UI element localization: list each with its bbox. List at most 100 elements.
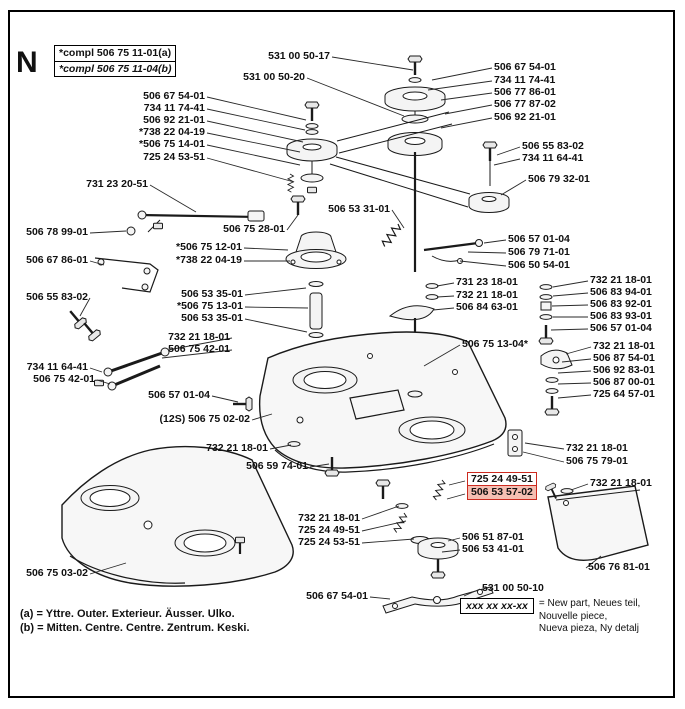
leader-line (447, 537, 461, 542)
part-number-label: 506 57 01-04 (148, 389, 210, 401)
part-number-label: 725 24 53-51 (298, 536, 360, 548)
part-number-label: 732 21 18-01 (206, 442, 268, 454)
part-number-label: 732 21 18-01 (168, 331, 230, 343)
leader-line (206, 108, 306, 131)
main-deck (231, 331, 523, 478)
part-number-label: 531 00 50-10 (482, 582, 544, 594)
part-number-label: 506 92 83-01 (593, 364, 655, 376)
part-number-label: 506 75 79-01 (566, 455, 628, 467)
part-number-label: *738 22 04-19 (139, 126, 205, 138)
leader-line (552, 292, 589, 297)
tension-spring-arm (380, 221, 483, 264)
compl-box-b: *compl 506 75 11-04(b) (54, 60, 177, 77)
new-part-line-1: = New part, Neues teil, (538, 598, 641, 609)
part-number-label: 732 21 18-01 (566, 442, 628, 454)
part-number-label: 506 83 94-01 (590, 286, 652, 298)
leader-line (459, 260, 507, 267)
leader-line (463, 588, 481, 597)
part-number-label: 506 50 54-01 (508, 259, 570, 271)
part-number-label: 506 87 00-01 (593, 376, 655, 388)
leader-line (149, 184, 197, 213)
leader-line (440, 92, 493, 101)
new-part-number-box: xxx xx xx-xx (460, 598, 534, 614)
part-number-label: 506 67 54-01 (494, 61, 556, 73)
legend-line-b: (b) = Mitten. Centre. Centre. Zentrum. K… (20, 621, 250, 634)
leader-line (524, 442, 565, 450)
part-number-label: 732 21 18-01 (298, 512, 360, 524)
blade (382, 586, 494, 614)
leader-line (467, 251, 507, 254)
leader-line (161, 349, 233, 359)
part-number-label: 506 51 87-01 (462, 531, 524, 543)
part-number-label: 506 57 01-04 (590, 322, 652, 334)
part-number-label: 506 53 35-01 (181, 288, 243, 300)
leader-line (89, 367, 103, 373)
leader-line (448, 480, 466, 486)
part-number-label: 531 00 50-17 (268, 50, 330, 62)
part-number-label: 506 77 86-01 (494, 86, 556, 98)
part-number-label: 506 92 21-01 (494, 111, 556, 123)
leader-line (286, 214, 299, 231)
under-deck-hardware (374, 478, 574, 580)
part-number-label: 506 53 31-01 (328, 203, 390, 215)
part-number-label: 506 83 93-01 (590, 310, 652, 322)
leader-line (550, 328, 589, 331)
leader-line (89, 230, 127, 234)
new-part-line-3: Nueva pieza, Ny detalj (538, 623, 639, 634)
new-part-text: = New part, Neues teil, Nouvelle piece, … (539, 598, 671, 636)
lift-arms-left (94, 347, 170, 391)
part-number-label: 506 77 87-02 (494, 98, 556, 110)
part-number-label: 732 21 18-01 (590, 274, 652, 286)
leader-line (331, 56, 414, 71)
leader-line (431, 67, 493, 81)
leader-line (361, 505, 400, 520)
part-number-label: 506 55 83-02 (26, 291, 88, 303)
compl-box-a: *compl 506 75 11-01(a) (54, 45, 177, 62)
left-pulley-assembly (286, 100, 338, 194)
leader-line (444, 104, 493, 115)
part-number-label: 731 23 20-51 (86, 178, 148, 190)
leader-line (561, 358, 592, 363)
leader-line (244, 306, 309, 309)
leader-line (557, 370, 592, 374)
leader-line (206, 144, 301, 166)
part-number-label: *738 22 04-19 (176, 254, 242, 266)
part-number-label: *506 75 13-01 (177, 300, 243, 312)
hardware-stack-right-upper (537, 284, 555, 346)
part-number-label: 506 79 71-01 (508, 246, 570, 258)
part-number-label: 732 21 18-01 (456, 289, 518, 301)
leader-line (361, 520, 407, 532)
leader-line (89, 260, 105, 266)
part-number-label: 732 21 18-01 (590, 477, 652, 489)
idler-pulley-right (468, 140, 510, 213)
leader-line (432, 307, 455, 311)
part-number-label: 506 87 54-01 (593, 352, 655, 364)
leader-line (391, 209, 405, 229)
leader-line (369, 596, 391, 600)
bracket-left (94, 257, 159, 293)
part-number-label: 506 78 99-01 (26, 226, 88, 238)
part-number-label: 725 64 57-01 (593, 388, 655, 400)
leader-line (427, 80, 493, 91)
legend-line-a: (a) = Yttre. Outer. Exterieur. Äusser. U… (20, 608, 235, 620)
part-number-label: 734 11 74-41 (494, 74, 556, 86)
leader-line (206, 120, 304, 143)
part-number-label: 734 11 64-41 (26, 361, 88, 373)
legend: (a) = Yttre. Outer. Exterieur. Äusser. U… (20, 608, 250, 635)
part-number-label: 506 92 21-01 (143, 114, 205, 126)
part-number-label: 506 55 83-02 (522, 140, 584, 152)
leader-line (206, 96, 307, 121)
leader-line (483, 239, 507, 244)
part-number-label: 506 75 03-02 (26, 567, 88, 579)
leader-line (565, 346, 592, 355)
part-number-label: 506 53 57-02 (467, 485, 537, 500)
leader-line (446, 493, 466, 500)
part-number-label: 506 53 35-01 (181, 312, 243, 324)
part-number-label: 506 83 92-01 (590, 298, 652, 310)
part-number-label: 506 67 54-01 (306, 590, 368, 602)
part-number-label: 725 24 53-51 (143, 151, 205, 163)
section-letter: N (16, 46, 39, 79)
leader-line (552, 280, 589, 288)
